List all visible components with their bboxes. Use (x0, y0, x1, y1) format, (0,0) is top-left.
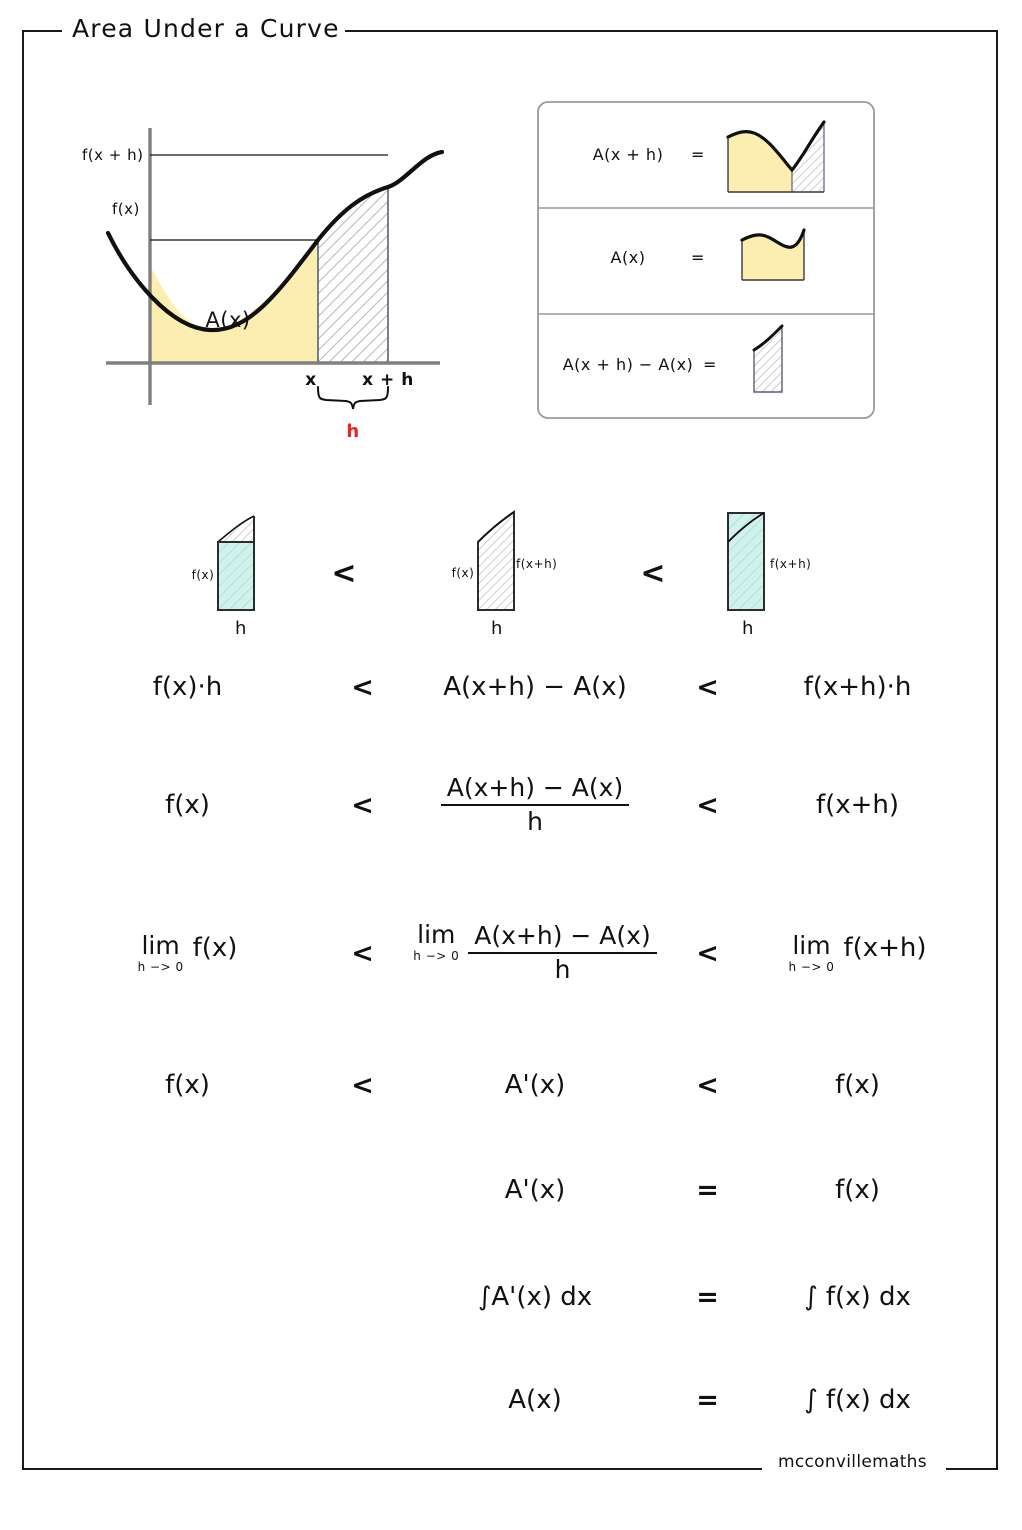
shape1-base-label: h (235, 618, 247, 639)
eq4-left: f(x) (165, 1070, 210, 1100)
brace-label-h: h (346, 421, 360, 442)
eq3-mid-lim-symbol: lim (417, 920, 456, 949)
equation-row-final-result: A(x) = ∫ f(x) dx (60, 1365, 960, 1435)
eq7-right: ∫ f(x) dx (804, 1385, 911, 1415)
eq1-op2: < (696, 671, 719, 703)
equation-row-integrate: ∫A'(x) dx = ∫ f(x) dx (60, 1262, 960, 1332)
equation-row-limits: lim h −> 0 f(x) < lim h −> 0 A(x+h) − A(… (60, 908, 960, 998)
eq3-op2: < (696, 937, 719, 969)
frame-border-bottom-left (22, 1468, 762, 1470)
eq3-mid-lim-sub: h −> 0 (413, 949, 460, 963)
eq4-right: f(x) (835, 1070, 880, 1100)
area-region-yellow (150, 240, 318, 363)
y-label-fxh: f(x + h) (82, 146, 144, 164)
eq2-op1: < (351, 789, 374, 821)
shape-upper-rectangle (727, 512, 765, 611)
eq3-right-lim-sub: h −> 0 (788, 960, 835, 974)
eq1-left: f(x)·h (152, 672, 223, 702)
shape2-base-label: h (491, 618, 503, 639)
shape-lower-rectangle (217, 515, 255, 611)
eq1-mid: A(x+h) − A(x) (443, 672, 627, 702)
eq3-op1: < (351, 937, 374, 969)
figure-a-x (740, 228, 806, 281)
eq1-op1: < (351, 671, 374, 703)
definitions-operator-1: = (691, 145, 705, 164)
function-curve (105, 149, 445, 333)
eq2-op2: < (696, 789, 719, 821)
eq2-right: f(x+h) (815, 790, 900, 820)
eq5-op2: = (696, 1174, 719, 1206)
shape2-right-label: f(x+h) (516, 557, 558, 571)
equation-row-divided-by-h: f(x) < A(x+h) − A(x) h < f(x+h) (60, 770, 960, 840)
eq4-op1: < (351, 1069, 374, 1101)
eq3-left-expr: f(x) (192, 933, 238, 963)
eq5-right: f(x) (835, 1175, 880, 1205)
definitions-label-1: A(x + h) (592, 145, 664, 164)
figure-a-difference (752, 324, 784, 393)
page-title: Area Under a Curve (72, 14, 340, 43)
shape1-left-label: f(x) (191, 568, 215, 582)
figure-a-x-plus-h (726, 120, 826, 193)
eq7-op2: = (696, 1384, 719, 1416)
eq4-mid: A'(x) (504, 1070, 566, 1100)
eq2-numerator: A(x+h) − A(x) (440, 774, 630, 806)
eq5-mid: A'(x) (504, 1175, 566, 1205)
eq3-left-lim-sub: h −> 0 (137, 960, 184, 974)
equation-row-squeeze: f(x) < A'(x) < f(x) (60, 1050, 960, 1120)
eq2-denominator: h (527, 807, 543, 836)
frame-border-bottom-right (946, 1468, 998, 1470)
eq6-right: ∫ f(x) dx (804, 1282, 911, 1312)
area-under-curve-graph (105, 128, 445, 410)
definitions-label-3: A(x + h) − A(x) (562, 355, 694, 374)
eq3-right-expr: f(x+h) (843, 933, 927, 963)
frame-border-right (996, 30, 998, 1470)
eq3-right-limit: lim h −> 0 f(x+h) (755, 933, 960, 973)
eq7-mid: A(x) (508, 1385, 562, 1415)
footer-brand: mcconvillemaths (778, 1452, 927, 1472)
shapes-operator-1: < (331, 556, 357, 591)
h-brace (317, 386, 389, 410)
y-label-fx: f(x) (112, 200, 140, 218)
eq2-mid-fraction: A(x+h) − A(x) h (410, 774, 660, 836)
shape-actual-strip (477, 510, 515, 611)
eq3-left-limit: lim h −> 0 f(x) (60, 933, 315, 973)
definitions-label-2: A(x) (610, 248, 646, 267)
equation-row-derivative-equality: A'(x) = f(x) (60, 1155, 960, 1225)
comparison-shapes-row (217, 510, 765, 611)
area-region-hatched (318, 187, 388, 363)
shape3-right-label: f(x+h) (770, 557, 812, 571)
frame-border-top-right (345, 30, 998, 32)
shape3-base-label: h (742, 618, 754, 639)
x-label-x: x (305, 370, 317, 390)
eq6-mid: ∫A'(x) dx (477, 1282, 593, 1312)
eq3-numerator: A(x+h) − A(x) (468, 922, 657, 954)
eq2-left: f(x) (165, 790, 210, 820)
eq3-right-lim-symbol: lim (792, 931, 831, 960)
definitions-operator-2: = (691, 248, 705, 267)
eq3-denominator: h (554, 955, 571, 984)
equation-row-products: f(x)·h < A(x+h) − A(x) < f(x+h)·h (60, 652, 960, 722)
eq6-op2: = (696, 1281, 719, 1313)
x-label-x-plus-h: x + h (362, 370, 414, 390)
shape2-left-label: f(x) (451, 566, 475, 580)
definitions-operator-3: = (703, 355, 717, 374)
frame-border-top-left (22, 30, 62, 32)
eq4-op2: < (696, 1069, 719, 1101)
eq3-mid-limit: lim h −> 0 A(x+h) − A(x) h (410, 922, 660, 984)
frame-border-left (22, 30, 24, 1470)
area-label-ax: A(x) (205, 308, 251, 332)
eq3-left-lim-symbol: lim (141, 931, 180, 960)
eq1-right: f(x+h)·h (803, 672, 912, 702)
definitions-box (537, 101, 875, 419)
shapes-operator-2: < (640, 556, 666, 591)
